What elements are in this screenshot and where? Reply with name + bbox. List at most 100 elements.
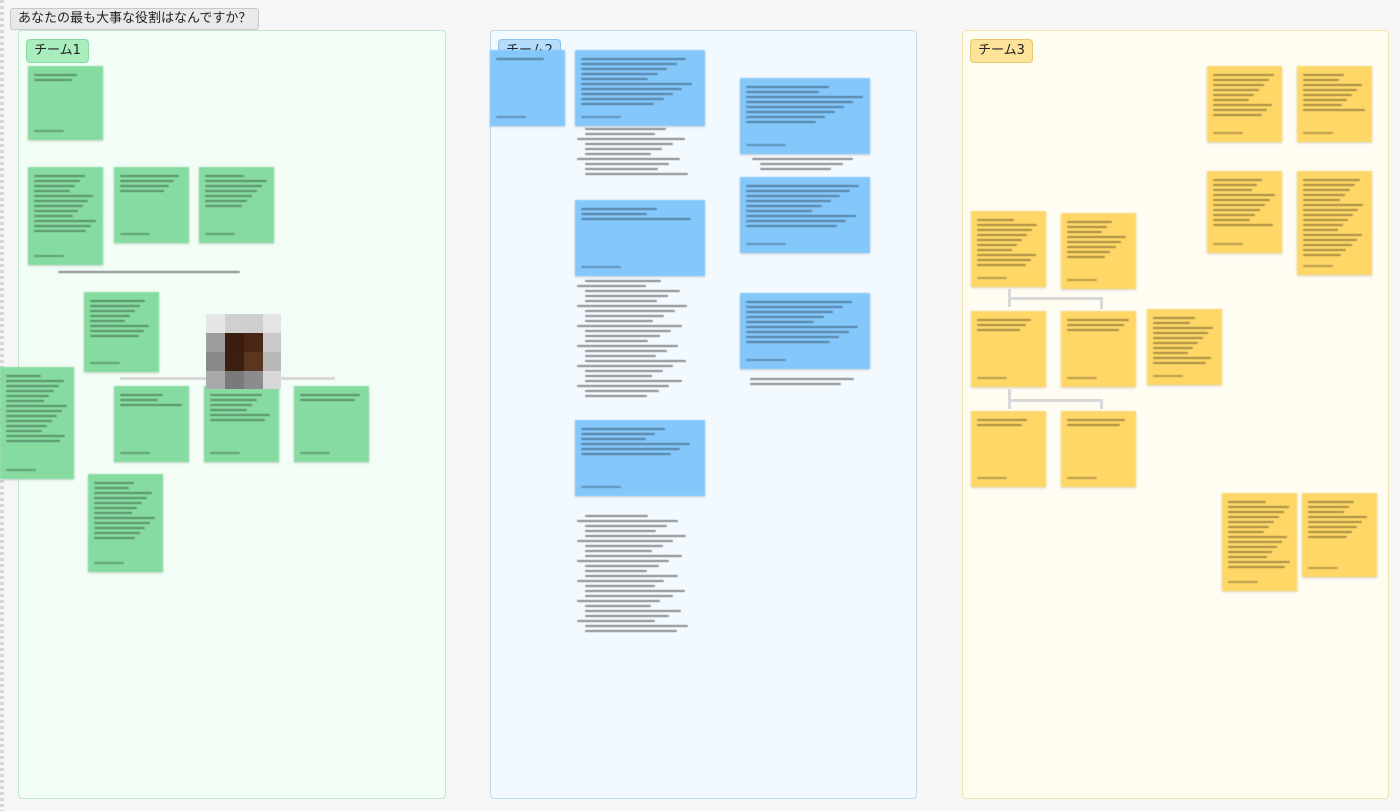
sticky-text-line xyxy=(1153,352,1188,354)
sticky-text-line xyxy=(1303,199,1341,201)
text-block[interactable] xyxy=(50,271,250,280)
sticky-author xyxy=(34,130,64,132)
sticky-note[interactable] xyxy=(84,292,159,372)
sticky-note[interactable] xyxy=(575,50,705,126)
text-line xyxy=(577,365,674,367)
text-line xyxy=(585,320,653,322)
sticky-text-line xyxy=(90,320,126,322)
sticky-note[interactable] xyxy=(1147,309,1222,385)
sticky-text-line xyxy=(205,190,258,192)
sticky-author xyxy=(1067,279,1097,281)
text-line xyxy=(577,345,678,347)
sticky-text-line xyxy=(1213,94,1254,96)
sticky-note[interactable] xyxy=(1297,171,1372,275)
sticky-note[interactable] xyxy=(740,177,870,253)
sticky-note[interactable] xyxy=(1222,493,1297,591)
sticky-text-line xyxy=(1213,214,1256,216)
connector-line[interactable] xyxy=(1100,399,1103,409)
sticky-note[interactable] xyxy=(575,200,705,276)
sticky-note[interactable] xyxy=(740,293,870,369)
sticky-text-line xyxy=(94,492,152,494)
sticky-text-line xyxy=(1303,99,1348,101)
sticky-text-line xyxy=(34,210,79,212)
sticky-note[interactable] xyxy=(114,167,189,243)
section-label-team-3[interactable]: チーム3 xyxy=(970,39,1033,63)
sticky-note[interactable] xyxy=(0,367,74,479)
sticky-note[interactable] xyxy=(28,167,103,265)
sticky-note[interactable] xyxy=(971,311,1046,387)
connector-line[interactable] xyxy=(1100,297,1103,309)
sticky-note[interactable] xyxy=(575,420,705,496)
text-line xyxy=(750,378,855,380)
sticky-note[interactable] xyxy=(1302,493,1377,577)
sticky-note[interactable] xyxy=(1061,213,1136,289)
sticky-note[interactable] xyxy=(114,386,189,462)
sticky-text-line xyxy=(1067,256,1106,258)
connector-line[interactable] xyxy=(1008,297,1103,300)
sticky-text-line xyxy=(977,324,1026,326)
sticky-text-line xyxy=(210,419,265,421)
sticky-text-line xyxy=(746,311,834,313)
text-line xyxy=(585,630,677,632)
sticky-note[interactable] xyxy=(294,386,369,462)
sticky-text-line xyxy=(1228,566,1286,568)
sticky-text-line xyxy=(1213,184,1258,186)
sticky-text-line xyxy=(581,453,671,455)
sticky-text-line xyxy=(6,400,44,402)
board-question-title[interactable]: あなたの最も大事な役割はなんですか？ xyxy=(10,8,260,30)
sticky-note[interactable] xyxy=(1207,66,1282,142)
text-line xyxy=(577,385,669,387)
sticky-note[interactable] xyxy=(740,78,870,154)
sticky-text-line xyxy=(94,507,137,509)
sticky-note[interactable] xyxy=(204,386,279,462)
sticky-text-line xyxy=(1153,317,1195,319)
avatar-pixel xyxy=(225,333,244,352)
text-block[interactable] xyxy=(577,515,689,639)
sticky-note[interactable] xyxy=(971,211,1046,287)
sticky-text-line xyxy=(746,331,849,333)
sticky-text-line xyxy=(581,443,690,445)
sticky-text-line xyxy=(34,79,72,81)
text-line xyxy=(585,585,655,587)
text-block[interactable] xyxy=(577,128,689,182)
text-block[interactable] xyxy=(577,280,689,404)
sticky-text-line xyxy=(205,205,243,207)
sticky-note[interactable] xyxy=(1207,171,1282,253)
text-line xyxy=(585,330,672,332)
text-line xyxy=(585,280,661,282)
sticky-text-line xyxy=(1228,531,1264,533)
sticky-author xyxy=(34,255,64,257)
text-block[interactable] xyxy=(752,158,862,177)
sticky-text-line xyxy=(1303,209,1359,211)
connector-line[interactable] xyxy=(1008,399,1103,402)
sticky-note[interactable] xyxy=(1061,311,1136,387)
sticky-text-line xyxy=(1308,521,1363,523)
sticky-note[interactable] xyxy=(88,474,163,572)
text-line xyxy=(585,143,674,145)
avatar-pixel xyxy=(206,371,225,389)
sticky-text-line xyxy=(6,440,60,442)
sticky-text-line xyxy=(977,264,1026,266)
sticky-author xyxy=(1067,377,1097,379)
sticky-text-line xyxy=(94,482,134,484)
sticky-text-line xyxy=(6,405,67,407)
sticky-text-line xyxy=(1228,556,1268,558)
sticky-text-line xyxy=(6,390,54,392)
sticky-note[interactable] xyxy=(28,66,103,140)
sticky-text-line xyxy=(34,185,75,187)
text-line xyxy=(585,525,668,527)
sticky-text-line xyxy=(746,220,847,222)
sticky-note[interactable] xyxy=(199,167,274,243)
sticky-note[interactable] xyxy=(490,50,565,126)
section-label-team-1[interactable]: チーム1 xyxy=(26,39,89,63)
sticky-text-line xyxy=(1153,347,1193,349)
sticky-note[interactable] xyxy=(1061,411,1136,487)
sticky-note[interactable] xyxy=(971,411,1046,487)
sticky-text-line xyxy=(746,205,822,207)
text-block[interactable] xyxy=(742,378,870,392)
sticky-text-line xyxy=(1213,74,1275,76)
sticky-note[interactable] xyxy=(1297,66,1372,142)
sticky-author xyxy=(496,116,526,118)
sticky-text-line xyxy=(1067,246,1116,248)
